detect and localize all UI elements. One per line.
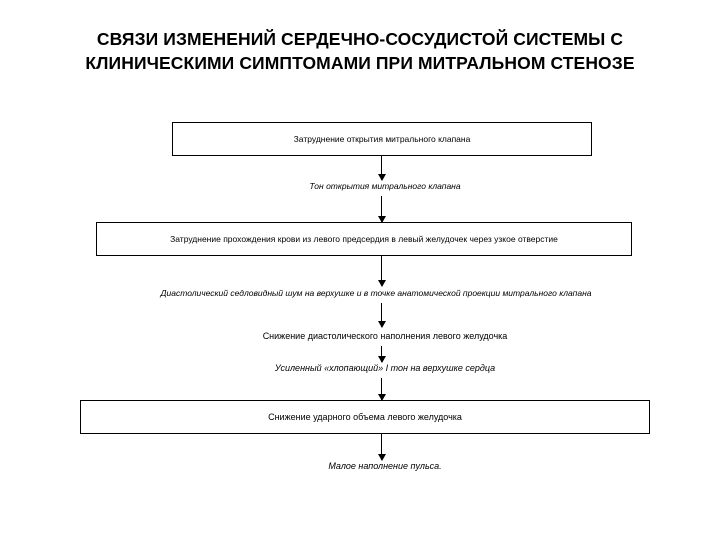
flow-node-8-label: Малое наполнение пульса. [328, 461, 442, 471]
flow-node-3-label: Затруднение прохождения крови из левого … [170, 234, 558, 244]
flow-node-6-label: Усиленный «хлопающий» I тон на верхушке … [274, 363, 496, 373]
flow-node-5-label: Снижение диастолического наполнения лево… [262, 331, 508, 341]
flow-node-1-label: Затруднение открытия митрального клапана [293, 134, 471, 144]
flow-node-4-label: Диастолический седловидный шум на верхуш… [160, 288, 592, 298]
flow-node-4: Диастолический седловидный шум на верхуш… [96, 285, 656, 301]
arrow-6 [377, 378, 386, 401]
flow-node-3: Затруднение прохождения крови из левого … [96, 222, 632, 256]
flow-node-7: Снижение ударного объема левого желудочк… [80, 400, 650, 434]
arrow-7 [377, 434, 386, 461]
arrow-4 [377, 303, 386, 328]
flow-node-8: Малое наполнение пульса. [240, 458, 530, 474]
arrow-1 [377, 156, 386, 181]
flow-node-2: Тон открытия митрального клапана [240, 178, 530, 194]
arrow-3 [377, 256, 386, 287]
page-title: СВЯЗИ ИЗМЕНЕНИЙ СЕРДЕЧНО-СОСУДИСТОЙ СИСТ… [85, 29, 635, 73]
flow-node-5: Снижение диастолического наполнения лево… [205, 328, 565, 344]
arrow-5 [377, 346, 386, 363]
flow-node-7-label: Снижение ударного объема левого желудочк… [268, 412, 462, 422]
arrow-2 [377, 196, 386, 223]
flow-node-2-label: Тон открытия митрального клапана [309, 181, 461, 191]
flow-node-1: Затруднение открытия митрального клапана [172, 122, 592, 156]
flow-node-6: Усиленный «хлопающий» I тон на верхушке … [205, 360, 565, 376]
